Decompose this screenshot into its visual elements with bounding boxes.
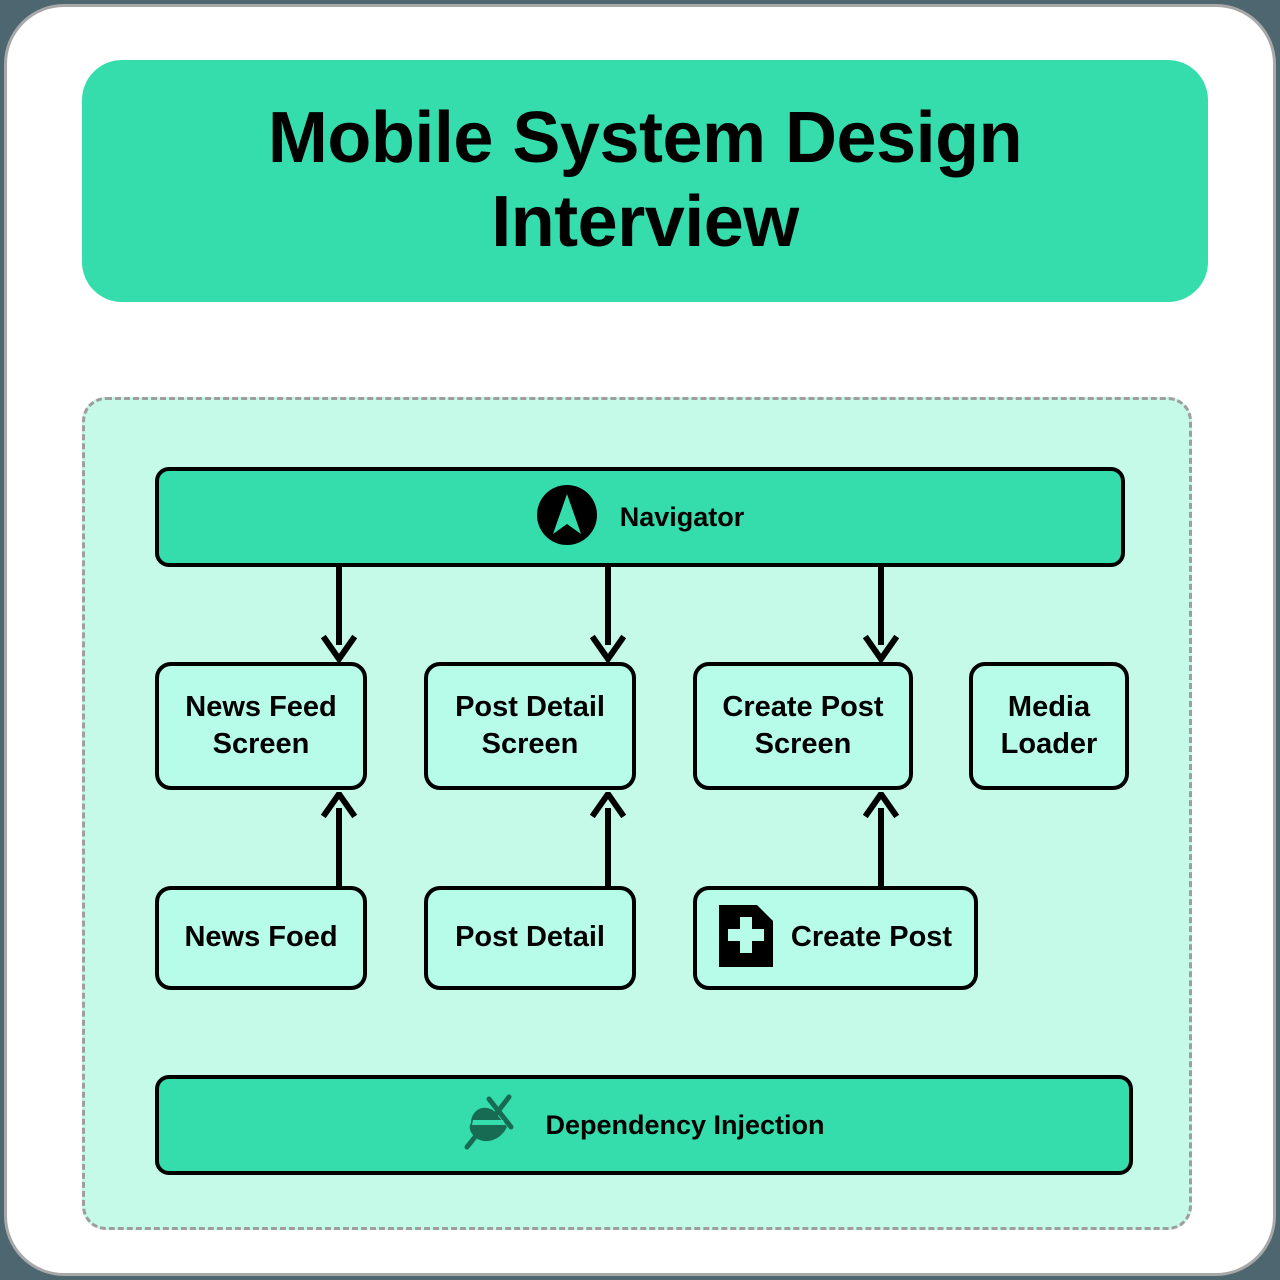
node-news-foed[interactable]: News Foed <box>155 886 367 990</box>
node-navigator-label: Navigator <box>619 501 745 532</box>
file-plus-icon <box>718 904 773 972</box>
node-create-post-screen[interactable]: Create Post Screen <box>693 662 913 790</box>
diagram-container: Navigator News Feed Screen Pos <box>82 397 1192 1230</box>
node-dependency-injection-label: Dependency Injection <box>545 1109 825 1140</box>
page-title: Mobile System Design Interview <box>267 98 1023 262</box>
node-post-detail-screen-label: Post Detail Screen <box>455 690 605 760</box>
node-navigator[interactable]: Navigator <box>155 467 1125 567</box>
node-create-post-label: Create Post <box>790 921 953 954</box>
navigation-arrow-icon <box>536 484 598 551</box>
node-create-post-screen-label: Create Post Screen <box>722 690 884 760</box>
plug-icon <box>463 1093 523 1158</box>
arrow-navigator-to-post-detail-screen <box>590 567 626 662</box>
node-dependency-injection[interactable]: Dependency Injection <box>155 1075 1133 1175</box>
node-news-feed-screen-label: News Feed Screen <box>185 690 337 760</box>
arrow-post-detail-to-post-detail-screen <box>590 792 626 887</box>
arrow-navigator-to-news-feed-screen <box>321 567 357 662</box>
node-post-detail-screen[interactable]: Post Detail Screen <box>424 662 636 790</box>
node-create-post[interactable]: Create Post <box>693 886 978 990</box>
app-card: Mobile System Design Interview Navigator <box>4 4 1276 1276</box>
arrow-navigator-to-create-post-screen <box>863 567 899 662</box>
node-media-loader-label: Media Loader <box>1000 690 1098 760</box>
arrow-create-post-to-create-post-screen <box>863 792 899 887</box>
node-news-foed-label: News Foed <box>184 921 338 954</box>
header-banner: Mobile System Design Interview <box>82 60 1208 302</box>
node-media-loader[interactable]: Media Loader <box>969 662 1129 790</box>
node-post-detail[interactable]: Post Detail <box>424 886 636 990</box>
arrow-news-foed-to-news-feed-screen <box>321 792 357 887</box>
node-post-detail-label: Post Detail <box>455 921 605 954</box>
node-news-feed-screen[interactable]: News Feed Screen <box>155 662 367 790</box>
